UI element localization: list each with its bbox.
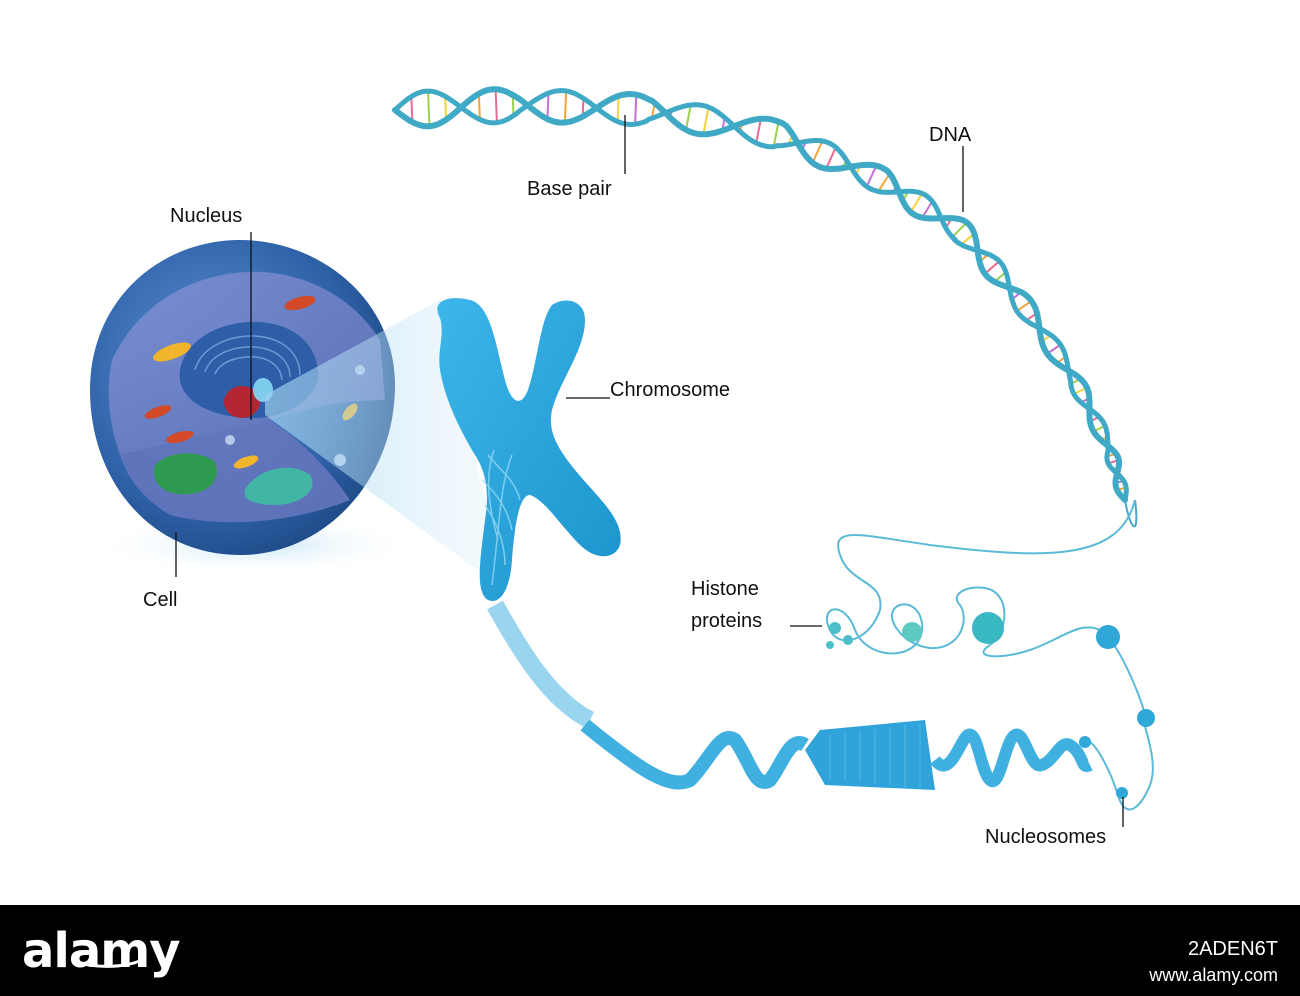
base-pair-rung bbox=[825, 146, 837, 170]
brand-logo: alamy bbox=[22, 923, 181, 979]
base-pair-rung bbox=[410, 96, 414, 123]
base-pair-rung bbox=[563, 90, 568, 123]
label-nucleus: Nucleus bbox=[170, 205, 243, 227]
label-nucleosomes: Nucleosomes bbox=[985, 826, 1107, 848]
footer-bar: alamy 2ADEN6T www.alamy.com bbox=[0, 905, 1300, 996]
base-pair-rung bbox=[427, 91, 431, 127]
base-pair-rung bbox=[684, 104, 692, 130]
base-pair-rung bbox=[984, 260, 1001, 275]
dna-helix bbox=[392, 86, 1138, 528]
label-chromosome: Chromosome bbox=[610, 379, 731, 401]
chromatin-fiber bbox=[487, 600, 1093, 790]
biology-diagram bbox=[90, 86, 1155, 827]
nucleosome-beads bbox=[826, 612, 1155, 799]
label-base-pair: Base pair bbox=[527, 178, 612, 200]
dna-tail bbox=[1124, 499, 1138, 528]
dna-strand-a bbox=[392, 86, 1128, 503]
image-id: 2ADEN6T bbox=[1187, 938, 1278, 960]
base-pair-rung bbox=[444, 96, 448, 120]
site-url: www.alamy.com bbox=[1149, 965, 1278, 985]
base-pair-rung bbox=[951, 221, 968, 238]
brand-swoosh-icon bbox=[75, 959, 141, 968]
base-pair-rung bbox=[702, 107, 710, 135]
base-pair-rung bbox=[811, 140, 824, 164]
base-pair-rung bbox=[772, 121, 780, 147]
base-pair-rung bbox=[877, 172, 891, 193]
chromosome-illustration bbox=[437, 298, 621, 601]
base-pair-rung bbox=[616, 95, 620, 122]
base-pair-rung bbox=[755, 118, 762, 144]
base-pair-rung bbox=[909, 192, 924, 213]
label-histone-line2: proteins bbox=[691, 610, 763, 632]
base-pair-rung bbox=[865, 165, 878, 188]
dna-strand-b bbox=[392, 88, 1129, 503]
footer-info: 2ADEN6T www.alamy.com bbox=[1149, 938, 1278, 986]
leader-lines bbox=[175, 115, 1124, 827]
label-dna: DNA bbox=[929, 124, 972, 146]
label-histone-line1: Histone bbox=[691, 578, 759, 600]
base-pair-rung bbox=[494, 89, 498, 123]
base-pair-rung bbox=[634, 94, 638, 125]
base-pair-rung bbox=[546, 93, 550, 120]
base-pair-rung bbox=[477, 93, 481, 120]
label-cell: Cell bbox=[143, 589, 178, 611]
